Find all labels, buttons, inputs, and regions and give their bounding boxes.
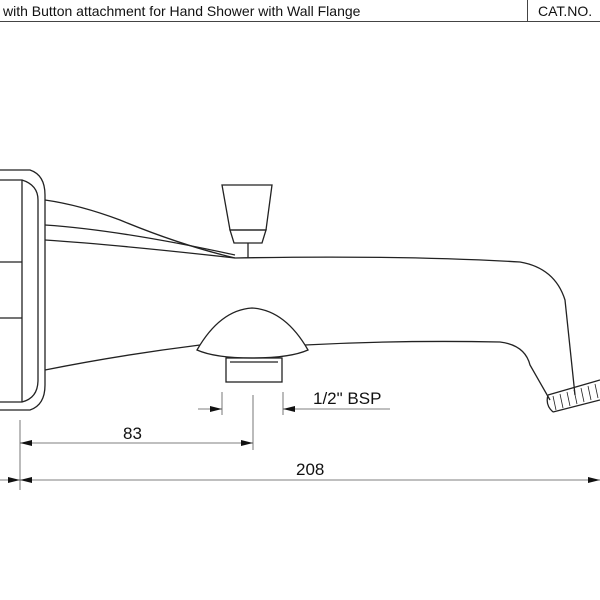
hand-shower-nozzle (546, 379, 600, 413)
diverter-button (221, 184, 273, 231)
wall-flange (0, 169, 46, 411)
outlet-distance-dimension: 83 (123, 424, 142, 443)
dimension-lines (0, 392, 600, 490)
title-block: with Button attachment for Hand Shower w… (0, 0, 600, 22)
outlet-nut (225, 357, 283, 383)
spout-outline (0, 169, 600, 413)
catalog-number-label: CAT.NO. (527, 0, 592, 21)
thread-size-label: 1/2" BSP (313, 389, 381, 408)
drawing-title: with Button attachment for Hand Shower w… (3, 3, 361, 19)
overall-length-dimension: 208 (296, 460, 324, 479)
